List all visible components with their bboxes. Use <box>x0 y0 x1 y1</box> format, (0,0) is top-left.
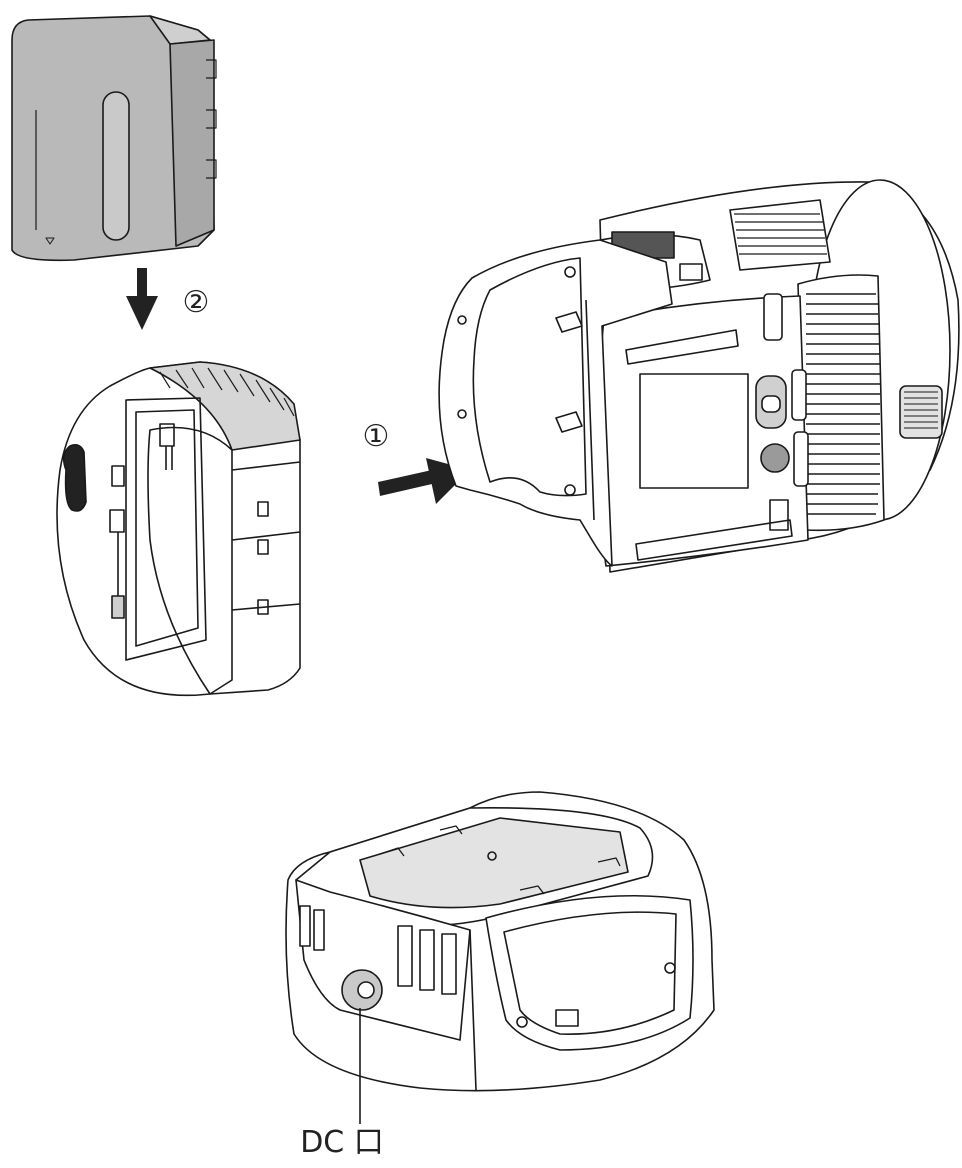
battery-pack <box>11 15 217 262</box>
base-unit <box>285 791 715 1092</box>
arrow-down-icon <box>126 268 158 330</box>
dc-port-label: DC 口 <box>300 1125 384 1160</box>
step-one-label: ① <box>363 419 390 454</box>
light-unit <box>438 179 960 573</box>
step-two-label: ② <box>183 285 210 320</box>
battery-plate <box>56 361 301 697</box>
